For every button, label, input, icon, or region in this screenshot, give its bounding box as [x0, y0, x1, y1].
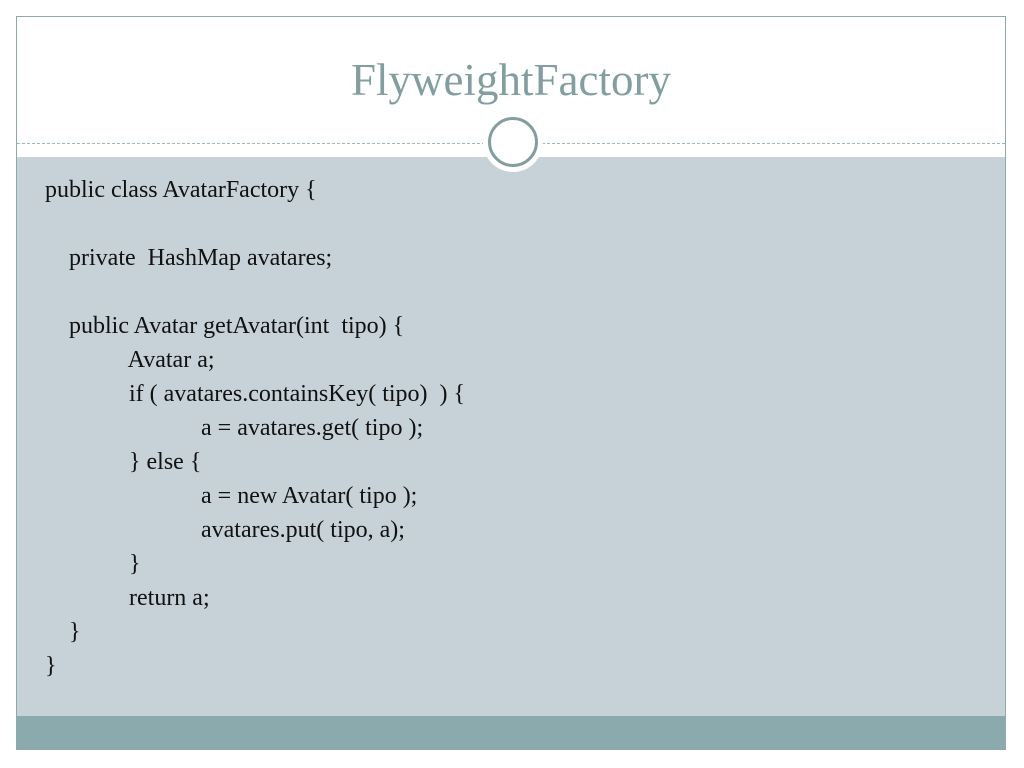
code-line: public class AvatarFactory { — [45, 177, 317, 203]
footer-bar — [17, 716, 1005, 749]
code-line: avatares.put( tipo, a); — [45, 517, 405, 543]
code-line: private HashMap avatares; — [45, 245, 333, 271]
code-block: public class AvatarFactory { private Has… — [45, 173, 465, 683]
code-line: } — [45, 619, 81, 645]
code-line: public Avatar getAvatar(int tipo) { — [45, 313, 405, 339]
circle-ring-icon — [484, 113, 542, 171]
slide: FlyweightFactory public class AvatarFact… — [16, 16, 1006, 750]
code-line: a = new Avatar( tipo ); — [45, 483, 418, 509]
ring-icon — [488, 117, 538, 167]
code-line: } — [45, 551, 141, 577]
code-line: if ( avatares.containsKey( tipo) ) { — [45, 381, 466, 407]
code-line — [45, 207, 465, 241]
code-line: Avatar a; — [45, 347, 215, 373]
content-area — [17, 157, 1005, 717]
code-line — [45, 275, 465, 309]
code-line: a = avatares.get( tipo ); — [45, 415, 424, 441]
code-line: return a; — [45, 585, 210, 611]
code-line: } else { — [45, 449, 202, 475]
slide-title: FlyweightFactory — [351, 55, 671, 105]
code-line: } — [45, 653, 57, 679]
